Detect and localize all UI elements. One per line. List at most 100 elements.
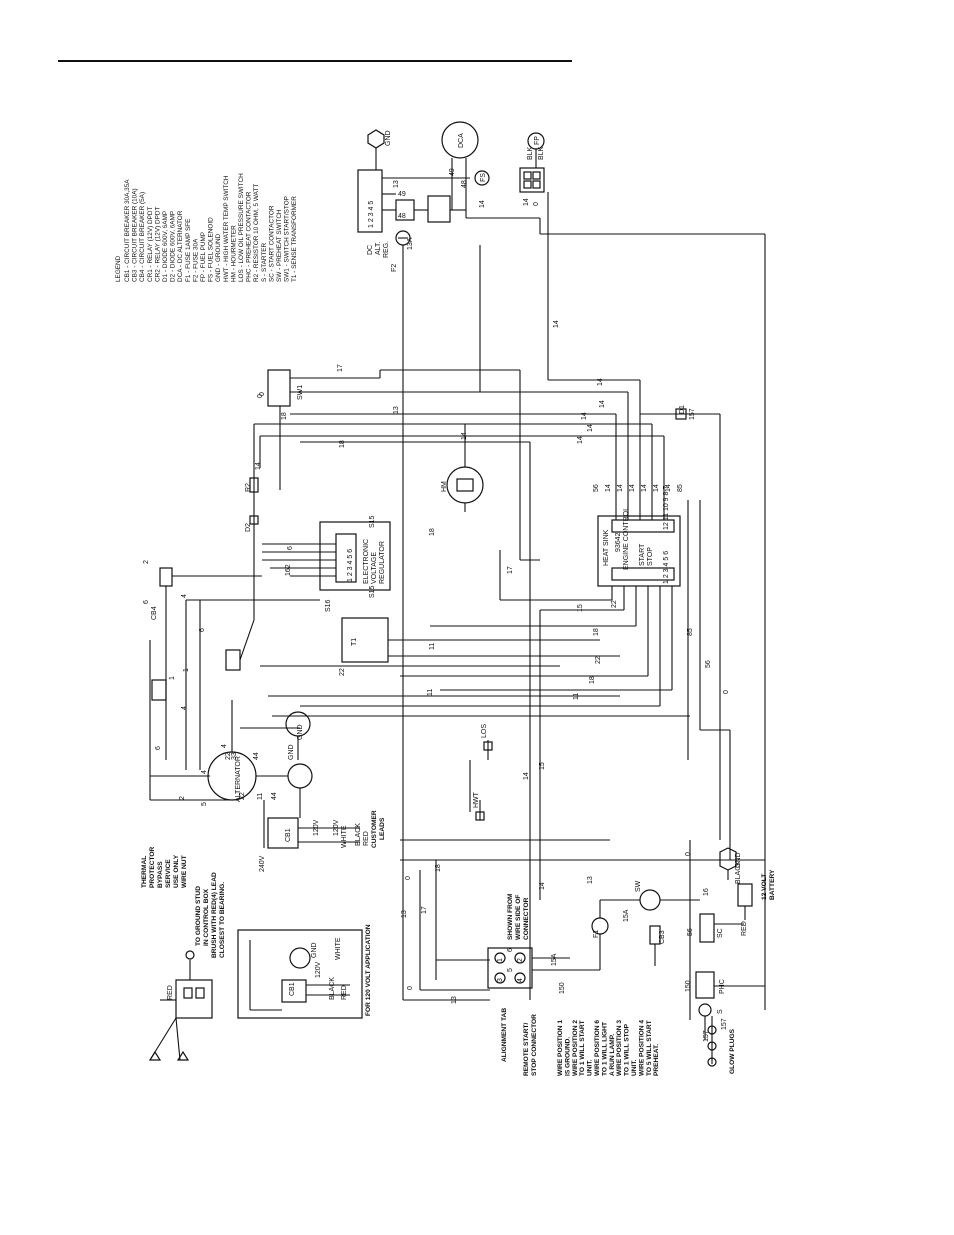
- wire-number: 6: [155, 746, 162, 750]
- brush-note: BRUSH WITH RED(4) LEAD CLOSEST TO BEARIN…: [167, 872, 226, 1000]
- svg-text:48: 48: [398, 213, 406, 220]
- wire-number: 14: [255, 462, 262, 470]
- svg-text:49: 49: [398, 191, 406, 198]
- wire-number: 4: [181, 594, 188, 598]
- wire-position-line: WIRE POSITION 2: [572, 1020, 579, 1076]
- svg-text:WIRE NUT: WIRE NUT: [181, 855, 188, 888]
- wire-number: 56: [593, 484, 600, 492]
- legend-entry: CB1 - CIRCUIT BREAKER 30A,35A: [124, 179, 131, 282]
- inset-120v: FOR 120 VOLT APPLICATION WHITE BLACK RED…: [289, 924, 372, 1016]
- svg-text:LEADS: LEADS: [379, 817, 386, 840]
- wire-number: 13: [587, 876, 594, 884]
- svg-text:USE ONLY: USE ONLY: [173, 854, 180, 888]
- s15-top: S15: [369, 515, 376, 528]
- wire-number: 14: [577, 436, 584, 444]
- wire-number: 17: [421, 906, 428, 914]
- evr-line3: REGULATOR: [379, 541, 386, 584]
- r2-label: R2: [245, 483, 252, 492]
- wire-number: 18: [429, 528, 436, 536]
- legend-title: LEGEND: [115, 255, 122, 282]
- wire-number: 15: [539, 762, 546, 770]
- wire-position-line: TO 1 WILL STOP: [624, 1023, 631, 1076]
- svg-text:CLOSEST TO BEARING.: CLOSEST TO BEARING.: [219, 882, 226, 958]
- fp-label: FP: [534, 136, 541, 145]
- svg-text:12 VOLT: 12 VOLT: [761, 874, 768, 900]
- wire-number: 14: [641, 484, 648, 492]
- dca-label: DCA: [458, 133, 465, 148]
- wire-position-line: WIRE POSITION 1: [557, 1020, 564, 1076]
- f2-rating: 13A: [407, 237, 414, 250]
- header-rule: [58, 60, 572, 62]
- wire-number: 0: [405, 876, 412, 880]
- wire-number: 14: [629, 484, 636, 492]
- wire-number: 14: [653, 484, 660, 492]
- wire-number: 3: [497, 978, 504, 982]
- wire-number: 18: [281, 412, 288, 420]
- wire-number: 1: [497, 958, 504, 962]
- t1-label: T1: [351, 638, 358, 646]
- reg-label: REG.: [383, 241, 390, 258]
- svg-text:CB1: CB1: [289, 982, 296, 996]
- wire-number: 2: [517, 958, 524, 962]
- svg-text:THERMAL: THERMAL: [141, 856, 148, 888]
- v120-label: 120V: [333, 819, 340, 836]
- legend-entry: S - STARTER: [261, 242, 268, 282]
- wire-number: 4: [221, 744, 228, 748]
- wire-number: 0: [533, 202, 540, 206]
- wire-number: 22: [339, 668, 346, 676]
- wire-number: 2: [179, 796, 186, 800]
- wire-number: 44: [271, 792, 278, 800]
- wire-number: 85: [677, 484, 684, 492]
- dc-label: DC: [367, 245, 374, 255]
- ec-title: ENGINE CONTROL: [623, 507, 630, 570]
- v120b-label: 120V: [313, 819, 320, 836]
- svg-text:GND: GND: [311, 942, 318, 958]
- wire-number: 14: [597, 378, 604, 386]
- wire-number: 15A: [623, 909, 630, 922]
- wire-number: 14: [617, 484, 624, 492]
- dca-circle: DCA: [441, 121, 479, 218]
- svg-text:BLACK: BLACK: [735, 861, 742, 884]
- wire-number: 157: [721, 1018, 728, 1030]
- stop-label: STOP: [647, 547, 654, 566]
- red-label: RED: [363, 831, 370, 846]
- for-120-label: FOR 120 VOLT APPLICATION: [365, 924, 372, 1016]
- wire-number: 2: [143, 560, 150, 564]
- legend-entry: HM - HOURMETER: [230, 225, 237, 282]
- ec-number: 93642: [615, 532, 622, 552]
- legend-entry: CB3 - CIRCUIT BREAKER (10A): [132, 188, 139, 282]
- wire-number: 0: [685, 852, 692, 856]
- svg-text:120V: 120V: [315, 961, 322, 978]
- blk2-label: BLK: [538, 146, 545, 160]
- wire-number: 14: [461, 432, 468, 440]
- svg-text:CUSTOMER: CUSTOMER: [371, 810, 378, 848]
- wire-number: 22: [239, 792, 246, 800]
- wire-number: 22: [595, 656, 602, 664]
- wire-number: 13: [401, 910, 408, 918]
- legend-entry: CB4 - CIRCUIT BREAKER (5A): [139, 192, 146, 282]
- fp-circle: FP BLK BLK: [519, 132, 545, 193]
- legend-entry: DCA - DC ALTERNATOR: [177, 210, 184, 282]
- wire-position-line: UNIT.: [587, 1059, 594, 1076]
- alt-label: ALT.: [375, 241, 382, 255]
- wire-number: 14: [523, 772, 530, 780]
- f1-label: F1: [593, 930, 600, 938]
- legend-entry: PHC - PREHEAT CONTACTOR: [246, 191, 253, 282]
- wire-number: 13: [393, 180, 400, 188]
- d1-label: D1: [679, 405, 686, 414]
- gnd-label: GND: [385, 130, 392, 146]
- legend-entry: R2 - RESISTOR 10 OHM, 5 WATT: [253, 184, 260, 282]
- wire-number: 0: [723, 690, 730, 694]
- ec-numbers-bottom: 1 2 3 4 5 6: [663, 551, 670, 584]
- wire-number: 16: [703, 888, 710, 896]
- legend-entry: SW - PREHEAT SWITCH: [276, 209, 283, 282]
- evr-pins: 1 2 3 4 5 6: [347, 549, 354, 582]
- wire-number: 14: [553, 320, 560, 328]
- legend-entry: FP - FUEL PUMP: [200, 232, 207, 282]
- heat-sink: HEAT SINK: [603, 529, 610, 566]
- svg-text:1 2 3 4 5: 1 2 3 4 5: [368, 201, 375, 228]
- wire-number: 14: [587, 424, 594, 432]
- wire-number: 1: [183, 668, 190, 672]
- wire-number: 5: [507, 968, 514, 972]
